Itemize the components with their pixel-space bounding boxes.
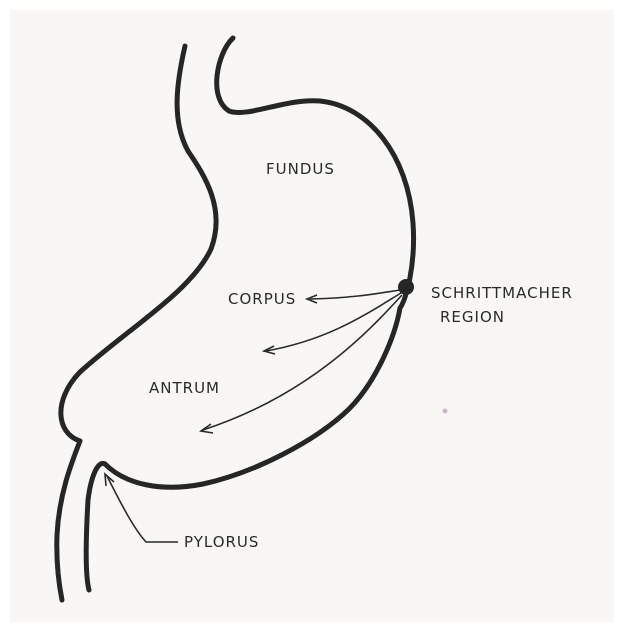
antrum-label: ANTRUM [149,380,220,397]
pylorus-label: PYLORUS [184,534,259,551]
paper-speck [443,409,448,414]
pacemaker-label-line2: REGION [431,305,573,329]
drawing-sheet: FUNDUS CORPUS ANTRUM SCHRITTMACHER REGIO… [10,10,614,622]
stomach-greater-curvature [105,38,414,487]
duodenum-right-wall [86,463,105,590]
corpus-label: CORPUS [228,291,296,308]
duodenum-left-wall [57,441,80,600]
fundus-label: FUNDUS [266,161,335,178]
arrow-to-corpus [307,290,400,303]
pacemaker-region-label: SCHRITTMACHER REGION [431,281,573,329]
pacemaker-label-line1: SCHRITTMACHER [431,281,573,305]
arrow-to-antrum [201,295,402,433]
